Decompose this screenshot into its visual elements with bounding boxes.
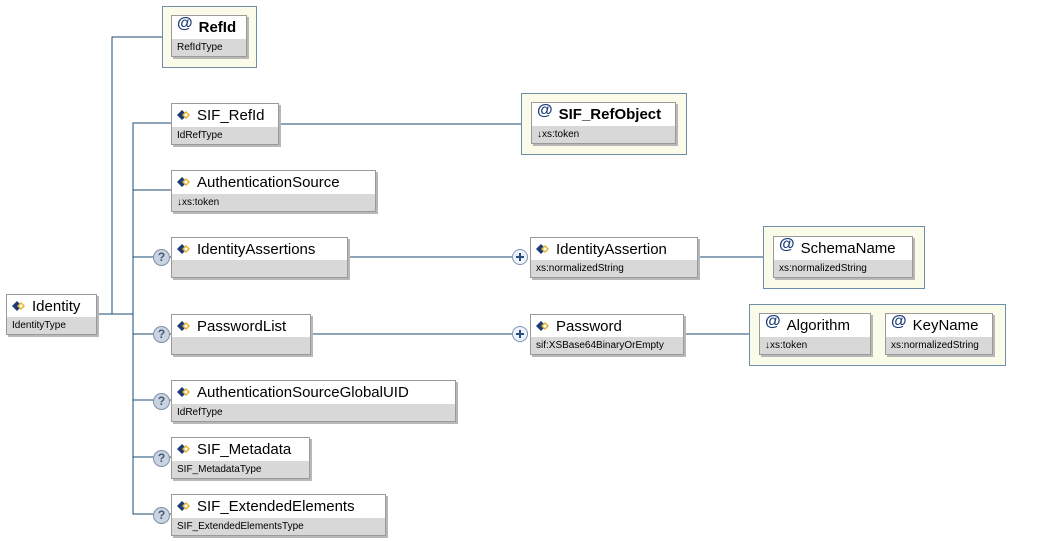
attribute-group-sif-refid: @ SIF_RefObject ↓xs:token [521,93,687,155]
element-type: SIF_ExtendedElementsType [172,518,385,535]
attribute-algorithm[interactable]: @ Algorithm ↓xs:token [759,313,871,355]
element-identity-assertion[interactable]: IdentityAssertion xs:normalizedString [530,237,698,278]
attribute-group-password: @ Algorithm ↓xs:token @ KeyName xs:norma… [749,304,1006,366]
element-type [172,260,347,277]
element-icon [536,320,551,332]
at-sign-icon: @ [891,313,907,330]
element-icon [177,443,192,455]
element-name: Password [556,317,622,335]
optional-question-icon: ? [153,507,170,524]
attribute-name: KeyName [912,316,979,334]
attribute-group-root: @ RefId RefIdType [162,6,257,68]
element-type: IdRefType [172,404,455,421]
optional-question-icon: ? [153,450,170,467]
element-icon [536,243,551,255]
attribute-schemaname[interactable]: @ SchemaName xs:normalizedString [773,236,913,278]
attribute-type: xs:normalizedString [886,337,992,354]
element-type [172,337,310,354]
optional-question-icon: ? [153,326,170,343]
element-identity-assertions[interactable]: IdentityAssertions [171,237,348,278]
attribute-name: RefId [198,18,237,36]
plus-icon[interactable] [512,249,528,265]
element-name: AuthenticationSourceGlobalUID [197,383,409,401]
at-sign-icon: @ [765,313,781,330]
attribute-type: ↓xs:token [532,126,675,143]
element-type: IdentityType [7,317,96,334]
element-icon [177,386,192,398]
element-name: Identity [32,297,81,315]
attribute-group-identity-assertion: @ SchemaName xs:normalizedString [763,226,925,289]
element-type: ↓xs:token [172,194,375,211]
optional-question-icon: ? [153,249,170,266]
attribute-refid[interactable]: @ RefId RefIdType [171,15,247,57]
element-name: SIF_Metadata [197,440,292,458]
at-sign-icon: @ [177,15,193,32]
element-name: IdentityAssertions [197,240,316,258]
attribute-type: RefIdType [172,39,246,56]
at-sign-icon: @ [779,236,795,253]
attribute-sif-refobject[interactable]: @ SIF_RefObject ↓xs:token [531,102,676,144]
attribute-name: SIF_RefObject [558,105,662,123]
element-type: sif:XSBase64BinaryOrEmpty [531,337,683,354]
element-icon [12,300,27,312]
element-name: PasswordList [197,317,287,335]
element-icon [177,320,192,332]
element-sif-extended-elements[interactable]: SIF_ExtendedElements SIF_ExtendedElement… [171,494,386,536]
element-name: AuthenticationSource [197,173,340,191]
element-identity[interactable]: Identity IdentityType [6,294,97,335]
element-icon [177,500,192,512]
element-icon [177,243,192,255]
attribute-name: SchemaName [800,239,896,257]
connector-root-attribute [97,36,162,315]
plus-icon[interactable] [512,326,528,342]
connector-root-sequence [97,122,171,315]
element-sif-metadata[interactable]: SIF_Metadata SIF_MetadataType [171,437,310,479]
element-password-list[interactable]: PasswordList [171,314,311,355]
element-password[interactable]: Password sif:XSBase64BinaryOrEmpty [530,314,684,355]
element-authentication-source-global-uid[interactable]: AuthenticationSourceGlobalUID IdRefType [171,380,456,422]
element-name: IdentityAssertion [556,240,667,258]
element-type: SIF_MetadataType [172,461,309,478]
attribute-keyname[interactable]: @ KeyName xs:normalizedString [885,313,993,355]
optional-question-icon: ? [153,393,170,410]
attribute-type: xs:normalizedString [774,260,912,277]
element-name: SIF_ExtendedElements [197,497,355,515]
at-sign-icon: @ [537,102,553,119]
element-authentication-source[interactable]: AuthenticationSource ↓xs:token [171,170,376,212]
element-icon [177,176,192,188]
element-type: xs:normalizedString [531,260,697,277]
element-name: SIF_RefId [197,106,265,124]
attribute-type: ↓xs:token [760,337,870,354]
element-type: IdRefType [172,127,278,144]
attribute-name: Algorithm [786,316,850,334]
element-icon [177,109,192,121]
element-sif-refid[interactable]: SIF_RefId IdRefType [171,103,279,145]
